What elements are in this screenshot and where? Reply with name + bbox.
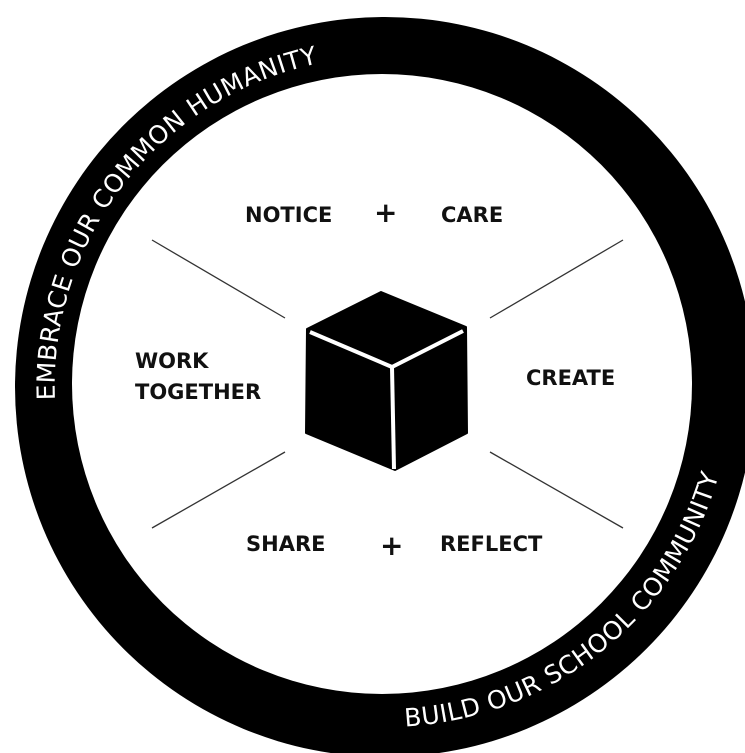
- label-together: TOGETHER: [135, 380, 261, 404]
- cube-icon: [305, 291, 468, 471]
- label-notice: NOTICE: [245, 203, 332, 227]
- label-work: WORK: [135, 349, 209, 373]
- divider-top-left: [151, 239, 286, 319]
- plus-bottom: +: [380, 529, 403, 562]
- divider-bottom-right: [489, 451, 624, 529]
- divider-top-right: [489, 239, 624, 319]
- label-care: CARE: [441, 203, 503, 227]
- divider-bottom-left: [151, 451, 286, 529]
- plus-top: +: [374, 196, 397, 229]
- label-share: SHARE: [246, 532, 325, 556]
- label-create: CREATE: [526, 366, 615, 390]
- label-reflect: REFLECT: [440, 532, 543, 556]
